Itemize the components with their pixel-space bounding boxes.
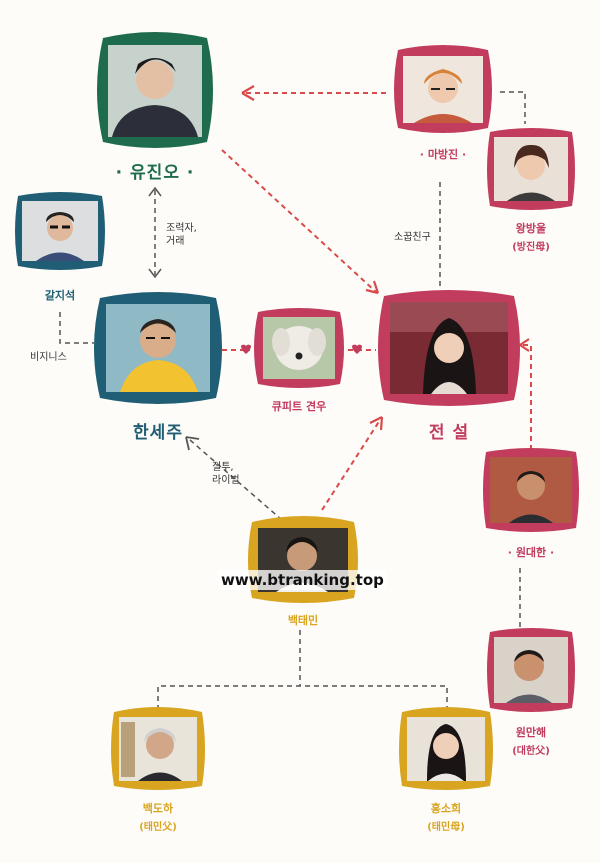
- line-mabangjin-wangbangwool: [500, 91, 526, 124]
- name-baektaemin: 백태민: [287, 614, 319, 627]
- line-baektaemin-parents: [157, 630, 448, 710]
- relation-rival-line2: 라이벌: [212, 475, 240, 486]
- arrowhead-to-yujino: [241, 85, 255, 101]
- heart-right: [352, 344, 362, 354]
- name-mabangjin: · 마방진 ·: [419, 148, 467, 161]
- portrait-yujino: [97, 32, 213, 148]
- arrowhead-to-jeonseol-from-wondaehan: [519, 338, 530, 352]
- portrait-mabangjin: [394, 45, 492, 133]
- portrait-wangbangwool: [487, 128, 575, 210]
- relation-business: 비지니스: [30, 352, 67, 363]
- portrait-hansaeju: [94, 292, 222, 404]
- relation-childhood-friend: 소꿉친구: [394, 232, 431, 243]
- name-hongsohui-text: 홍소희: [430, 802, 462, 815]
- line-baektaemin-hansaeju: [189, 439, 283, 521]
- note-baekdoha: (태민父): [139, 822, 177, 833]
- line-wondaehan-jeonseol: [522, 344, 532, 450]
- relation-helper-line2: 거래: [166, 236, 185, 247]
- arrowhead-to-jeonseol-from-baektaemin: [369, 416, 384, 431]
- portrait-wondaehan: [483, 448, 579, 532]
- portrait-hongsohui: [399, 707, 493, 790]
- connector-lines: [59, 91, 532, 710]
- arrowhead-down-hansaeju: [148, 268, 162, 279]
- portrait-galjiseok: [15, 192, 105, 270]
- note-wonmanhae: (대한父): [512, 746, 550, 757]
- relation-helper-line1: 조력자,: [166, 223, 197, 234]
- name-jeonseol: 전 설: [428, 423, 470, 443]
- name-galjiseok: 갈지석: [44, 289, 76, 302]
- name-wonmanhae-text: 원만해: [515, 726, 547, 739]
- arrowhead-to-jeonseol-from-yujino: [365, 280, 380, 295]
- relation-rival-line1: 질투,: [212, 462, 234, 473]
- heart-left: [241, 344, 251, 354]
- portrait-dog: [254, 308, 344, 388]
- relation-helper: 조력자, 거래: [166, 222, 197, 248]
- relation-rival: 질투, 라이벌: [212, 461, 240, 487]
- name-hansaeju: 한세주: [133, 423, 183, 443]
- note-wangbangwool: (방진母): [512, 242, 550, 253]
- portrait-jeonseol: [378, 290, 520, 406]
- name-wondaehan: · 원대한 ·: [507, 546, 555, 559]
- line-yujino-jeonseol: [221, 149, 377, 293]
- note-hongsohui: (태민母): [427, 822, 465, 833]
- name-wangbangwool: 왕방울 (방진母): [512, 220, 550, 253]
- arrowhead-up-yujino: [148, 186, 162, 197]
- name-hongsohui: 홍소희 (태민母): [427, 800, 465, 833]
- arrowhead-to-hansaeju: [185, 436, 200, 451]
- line-galjiseok-hansaeju: [59, 312, 94, 344]
- watermark: www.btranking.top: [218, 570, 387, 590]
- portrait-baekdoha: [111, 707, 205, 790]
- arrow-marks: [148, 85, 530, 451]
- name-wonmanhae: 원만해 (대한父): [512, 724, 550, 757]
- name-baekdoha: 백도하 (태민父): [139, 800, 177, 833]
- name-wangbangwool-text: 왕방울: [515, 222, 547, 235]
- name-yujino: · 유진오 ·: [115, 163, 195, 183]
- line-baektaemin-jeonseol: [321, 419, 381, 511]
- name-dog: 큐피트 견우: [271, 400, 327, 413]
- portrait-wonmanhae: [487, 628, 575, 712]
- name-baekdoha-text: 백도하: [142, 802, 174, 815]
